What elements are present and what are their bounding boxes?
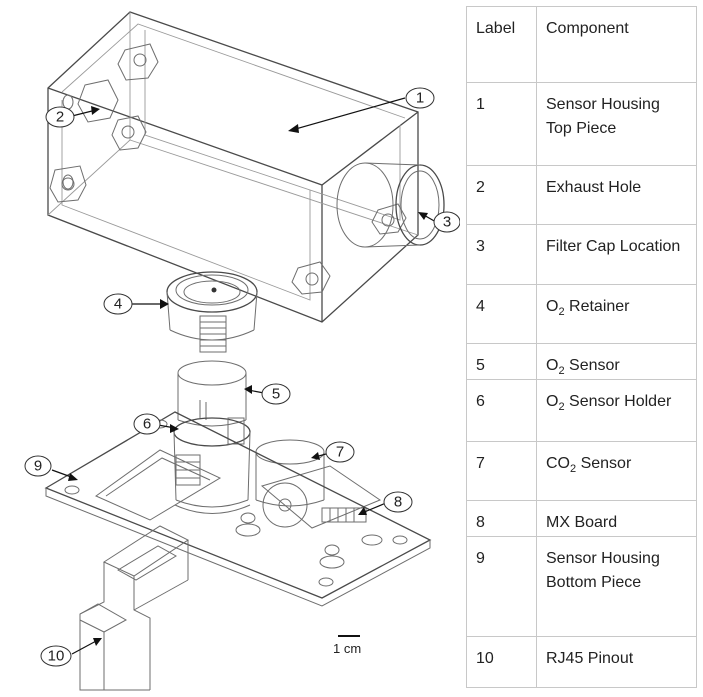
leader-arrows [51, 97, 437, 655]
legend-row: 1 Sensor Housing Top Piece [466, 81, 697, 166]
legend-row-component: RJ45 Pinout [536, 635, 697, 689]
o2-retainer [166, 271, 258, 353]
legend-row-label: 9 [466, 536, 537, 637]
subscript-digit: 2 [558, 365, 565, 378]
callout-1: 1 [405, 87, 435, 109]
component-name-suffix: Retainer [564, 297, 630, 315]
legend-row-label: 5 [466, 343, 537, 381]
legend-row: 2 Exhaust Hole [466, 164, 697, 226]
legend-row-component: Sensor Housing Bottom Piece [536, 536, 697, 637]
callout-8-text: 8 [394, 494, 402, 511]
callout-1-text: 1 [416, 90, 424, 107]
legend-row: 6 O2 Sensor Holder [466, 379, 697, 442]
legend-row-component: Exhaust Hole [536, 164, 697, 226]
legend-row: 4 O2 Retainer [466, 283, 697, 345]
callout-10: 10 [40, 645, 72, 667]
callout-10-text: 10 [48, 648, 65, 665]
legend-row-component: O2 Sensor Holder [536, 379, 697, 442]
component-name-prefix: CO [546, 454, 570, 472]
callout-2-text: 2 [56, 109, 64, 126]
scale-bar-label: 1 cm [333, 641, 361, 656]
legend-row: 8 MX Board [466, 500, 697, 538]
legend-row-label: 8 [466, 500, 537, 538]
callout-3: 3 [433, 211, 460, 233]
co2-sensor [255, 439, 325, 528]
legend-header-row: Label Component [466, 6, 697, 83]
component-name-prefix: O [546, 357, 559, 375]
callout-9-text: 9 [34, 458, 42, 475]
component-name-suffix: Sensor Holder [564, 393, 672, 411]
legend-row-component: CO2 Sensor [536, 440, 697, 502]
legend-row-component: O2 Sensor [536, 343, 697, 381]
callout-7: 7 [325, 441, 355, 463]
o2-sensor-holder [173, 417, 251, 508]
legend-row-label: 4 [466, 283, 537, 345]
o2-sensor [177, 360, 247, 427]
component-name-prefix: O [546, 393, 559, 411]
legend-row: 5 O2 Sensor [466, 343, 697, 381]
callout-2: 2 [45, 106, 75, 128]
legend-row-label: 3 [466, 224, 537, 285]
subscript-digit: 2 [570, 462, 577, 475]
legend-row: 3 Filter Cap Location [466, 224, 697, 285]
label-column-header: Label [466, 6, 537, 83]
legend-row: 10 RJ45 Pinout [466, 635, 697, 689]
callout-7-text: 7 [336, 444, 344, 461]
sensor-housing-top-piece [47, 11, 445, 323]
legend-row: 9 Sensor Housing Bottom Piece [466, 536, 697, 637]
component-name-suffix: Sensor [576, 454, 632, 472]
legend-row-component: MX Board [536, 500, 697, 538]
legend-row-label: 7 [466, 440, 537, 502]
legend-row-label: 10 [466, 635, 537, 689]
legend-row: 7 CO2 Sensor [466, 440, 697, 502]
exploded-assembly-drawing: 1 2 3 4 5 6 7 8 9 10 1 cm [24, 11, 460, 691]
sensor-housing-bottom-piece [44, 411, 432, 607]
mx-board [260, 465, 382, 529]
callout-5-text: 5 [272, 386, 280, 403]
rj45-pinout [79, 525, 189, 691]
component-column-header: Component [536, 6, 697, 83]
callout-4-text: 4 [114, 296, 122, 313]
subscript-digit: 2 [558, 401, 565, 414]
component-name-suffix: Sensor [564, 357, 620, 375]
callout-6-text: 6 [143, 416, 151, 433]
component-name-prefix: O [546, 297, 559, 315]
legend-row-label: 1 [466, 81, 537, 166]
callout-5: 5 [261, 383, 291, 405]
legend-row-label: 6 [466, 379, 537, 442]
legend-row-component: O2 Retainer [536, 283, 697, 345]
legend-row-component: Filter Cap Location [536, 224, 697, 285]
callout-4: 4 [103, 293, 133, 315]
callout-8: 8 [383, 491, 413, 513]
callout-9: 9 [24, 455, 52, 477]
scale-bar: 1 cm [333, 635, 361, 656]
subscript-digit: 2 [558, 305, 565, 318]
legend-row-component: Sensor Housing Top Piece [536, 81, 697, 166]
component-legend-table: Label Component 1 Sensor Housing Top Pie… [466, 6, 697, 689]
legend-row-label: 2 [466, 164, 537, 226]
callout-6: 6 [133, 413, 161, 435]
callout-3-text: 3 [443, 214, 451, 231]
